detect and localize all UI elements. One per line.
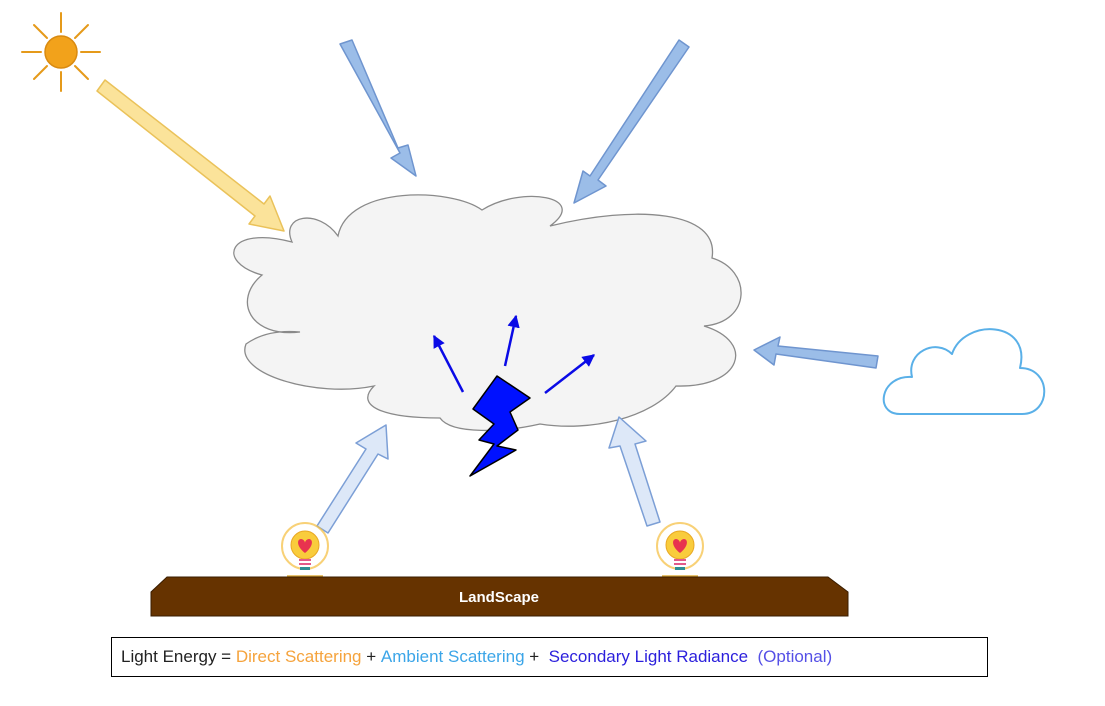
- side-cloud-arrow: [753, 336, 879, 369]
- sun-icon: [21, 12, 101, 92]
- sun-light-arrow: [96, 79, 285, 232]
- formula-direct: Direct Scattering: [235, 647, 362, 666]
- ground-light-arrow-right: [608, 416, 661, 527]
- sky-arrow-left: [339, 39, 417, 177]
- lightbulb-icon: [656, 522, 704, 577]
- landscape-label: LandScape: [459, 589, 539, 606]
- lightbulb-icon: [281, 522, 329, 577]
- scatter-arrow-up: [503, 314, 520, 367]
- formula-ambient: Ambient Scattering: [380, 647, 525, 666]
- ground-light-arrow-left: [316, 424, 389, 534]
- formula-optional: (Optional): [757, 647, 833, 666]
- formula-gap: [748, 647, 757, 667]
- formula-secondary: Secondary Light Radiance: [548, 647, 749, 666]
- formula-box: Light Energy = Direct Scattering + Ambie…: [111, 637, 988, 677]
- lightning-icon: [469, 375, 531, 477]
- main-cloud: [233, 194, 742, 432]
- sky-arrow-right: [573, 39, 690, 204]
- formula-plus-2: +: [524, 647, 549, 666]
- formula-plus-1: +: [361, 647, 381, 666]
- cloud-icon: [882, 328, 1046, 415]
- formula-lead: Light Energy =: [121, 647, 232, 666]
- scatter-arrow-left: [432, 334, 465, 393]
- scatter-arrow-right: [544, 354, 595, 394]
- landscape-ground: [150, 576, 849, 617]
